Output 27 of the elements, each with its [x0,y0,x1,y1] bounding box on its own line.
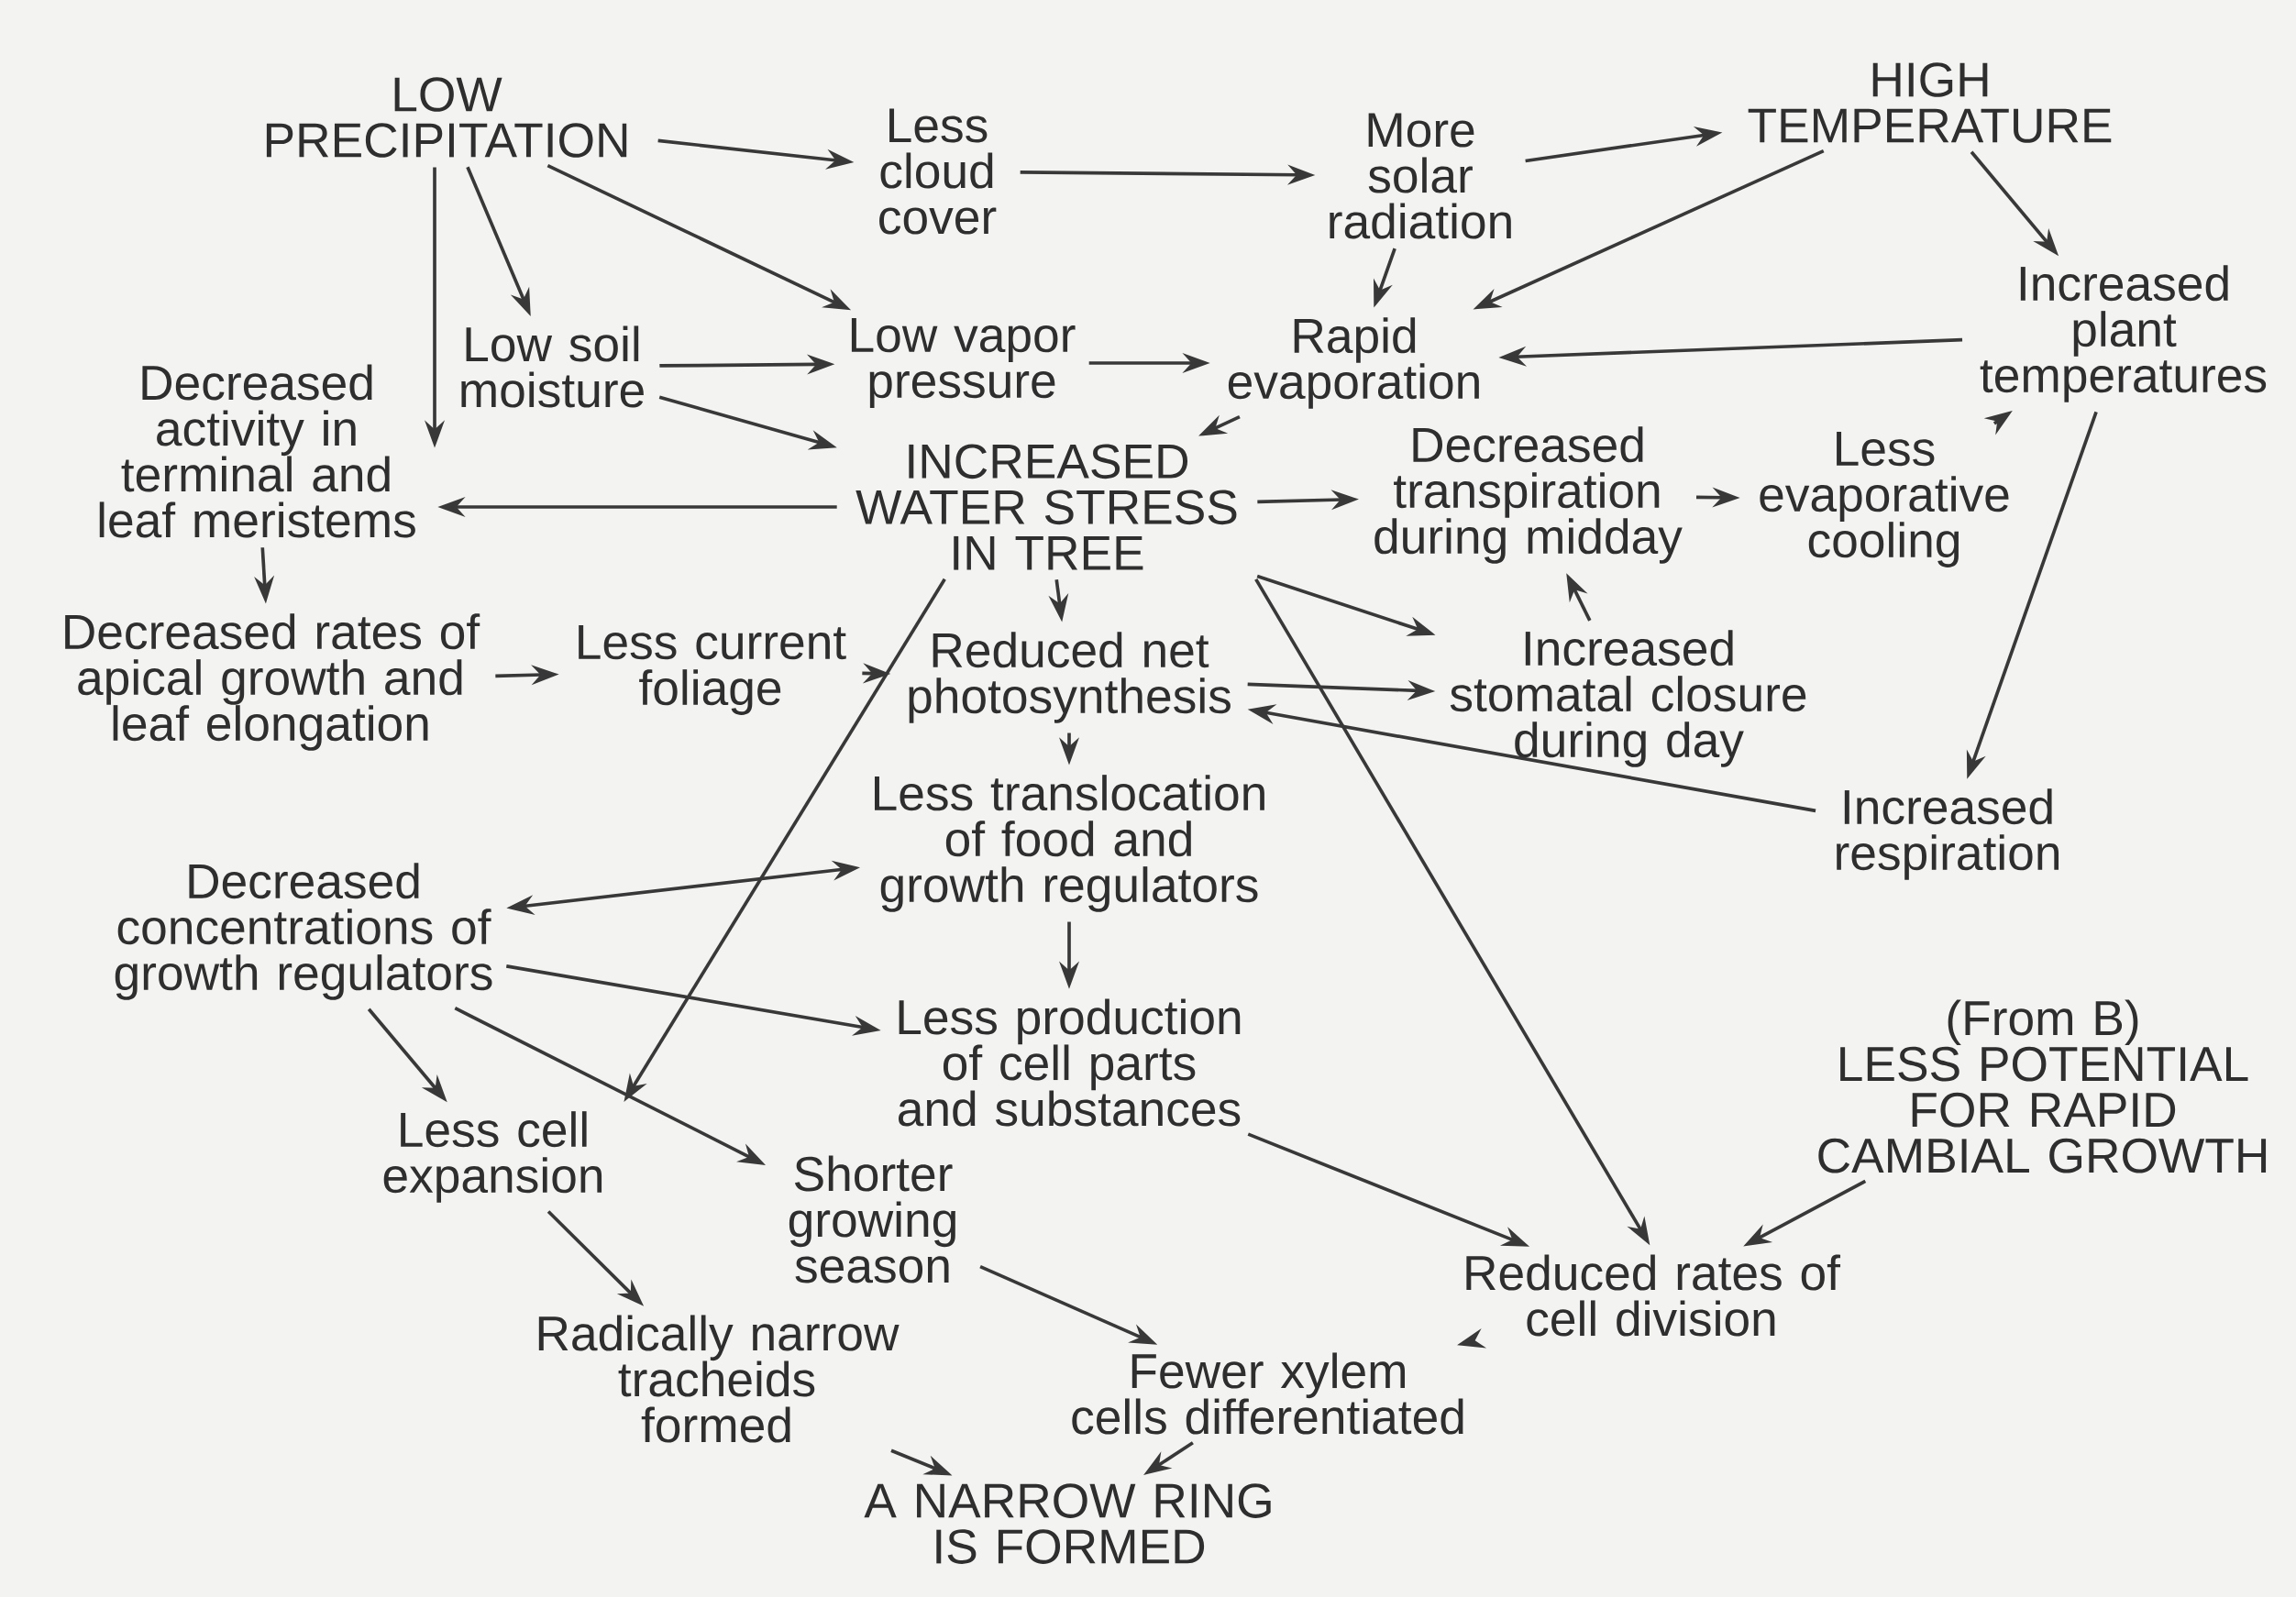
concept-label: LOW PRECIPITATION [266,77,627,158]
concept-label: Radically narrow tracheids formed [538,1315,900,1443]
concept-label: A NARROW RING IS FORMED [864,1483,1271,1564]
concept-label: Reduced net photosynthesis [909,632,1231,723]
concept-label: INCREASED WATER STRESS IN TREE [855,444,1237,570]
concept-label: Decreased rates of apical growth and leaf elongation [65,613,480,751]
concept-label: More solar radiation [1330,113,1511,239]
concept-label: Reduced rates of cell division [1466,1254,1841,1337]
concept-label: Increased respiration [1837,788,2059,880]
concept-label: Increased stomatal closure during day [1450,630,1806,767]
concept-label: Fewer xylem cells differentiated [1072,1352,1463,1435]
concept-label: Decreased concentrations of growth regulators [115,863,492,1000]
concept-label: Low soil moisture [461,325,644,408]
concept-label: Less cell expansion [383,1111,602,1203]
concept-label: Less production of cell parts and substances [899,998,1241,1127]
concept-label: Increased plant temperatures [1980,265,2267,402]
concept-label: Rapid evaporation [1228,317,1479,409]
concept-label: Decreased transpiration during midday [1374,426,1683,564]
concept-label: Less cloud cover [879,108,997,235]
concept-label: HIGH TEMPERATURE [1748,62,2112,143]
concept-label: (From B) LESS POTENTIAL FOR RAPID CAMBIAL GROWTH [1818,999,2267,1173]
concept-label: Less translocation of food and growth regulators [875,775,1264,912]
concept-label: Decreased activity in terminal and leaf meristems [99,364,415,538]
concept-label: Shorter growing season [789,1155,955,1283]
concept-label: Less current foliage [579,625,846,715]
concept-label: Less evaporative cooling [1760,432,2009,567]
concept-label: Low vapor pressure [851,318,1076,408]
